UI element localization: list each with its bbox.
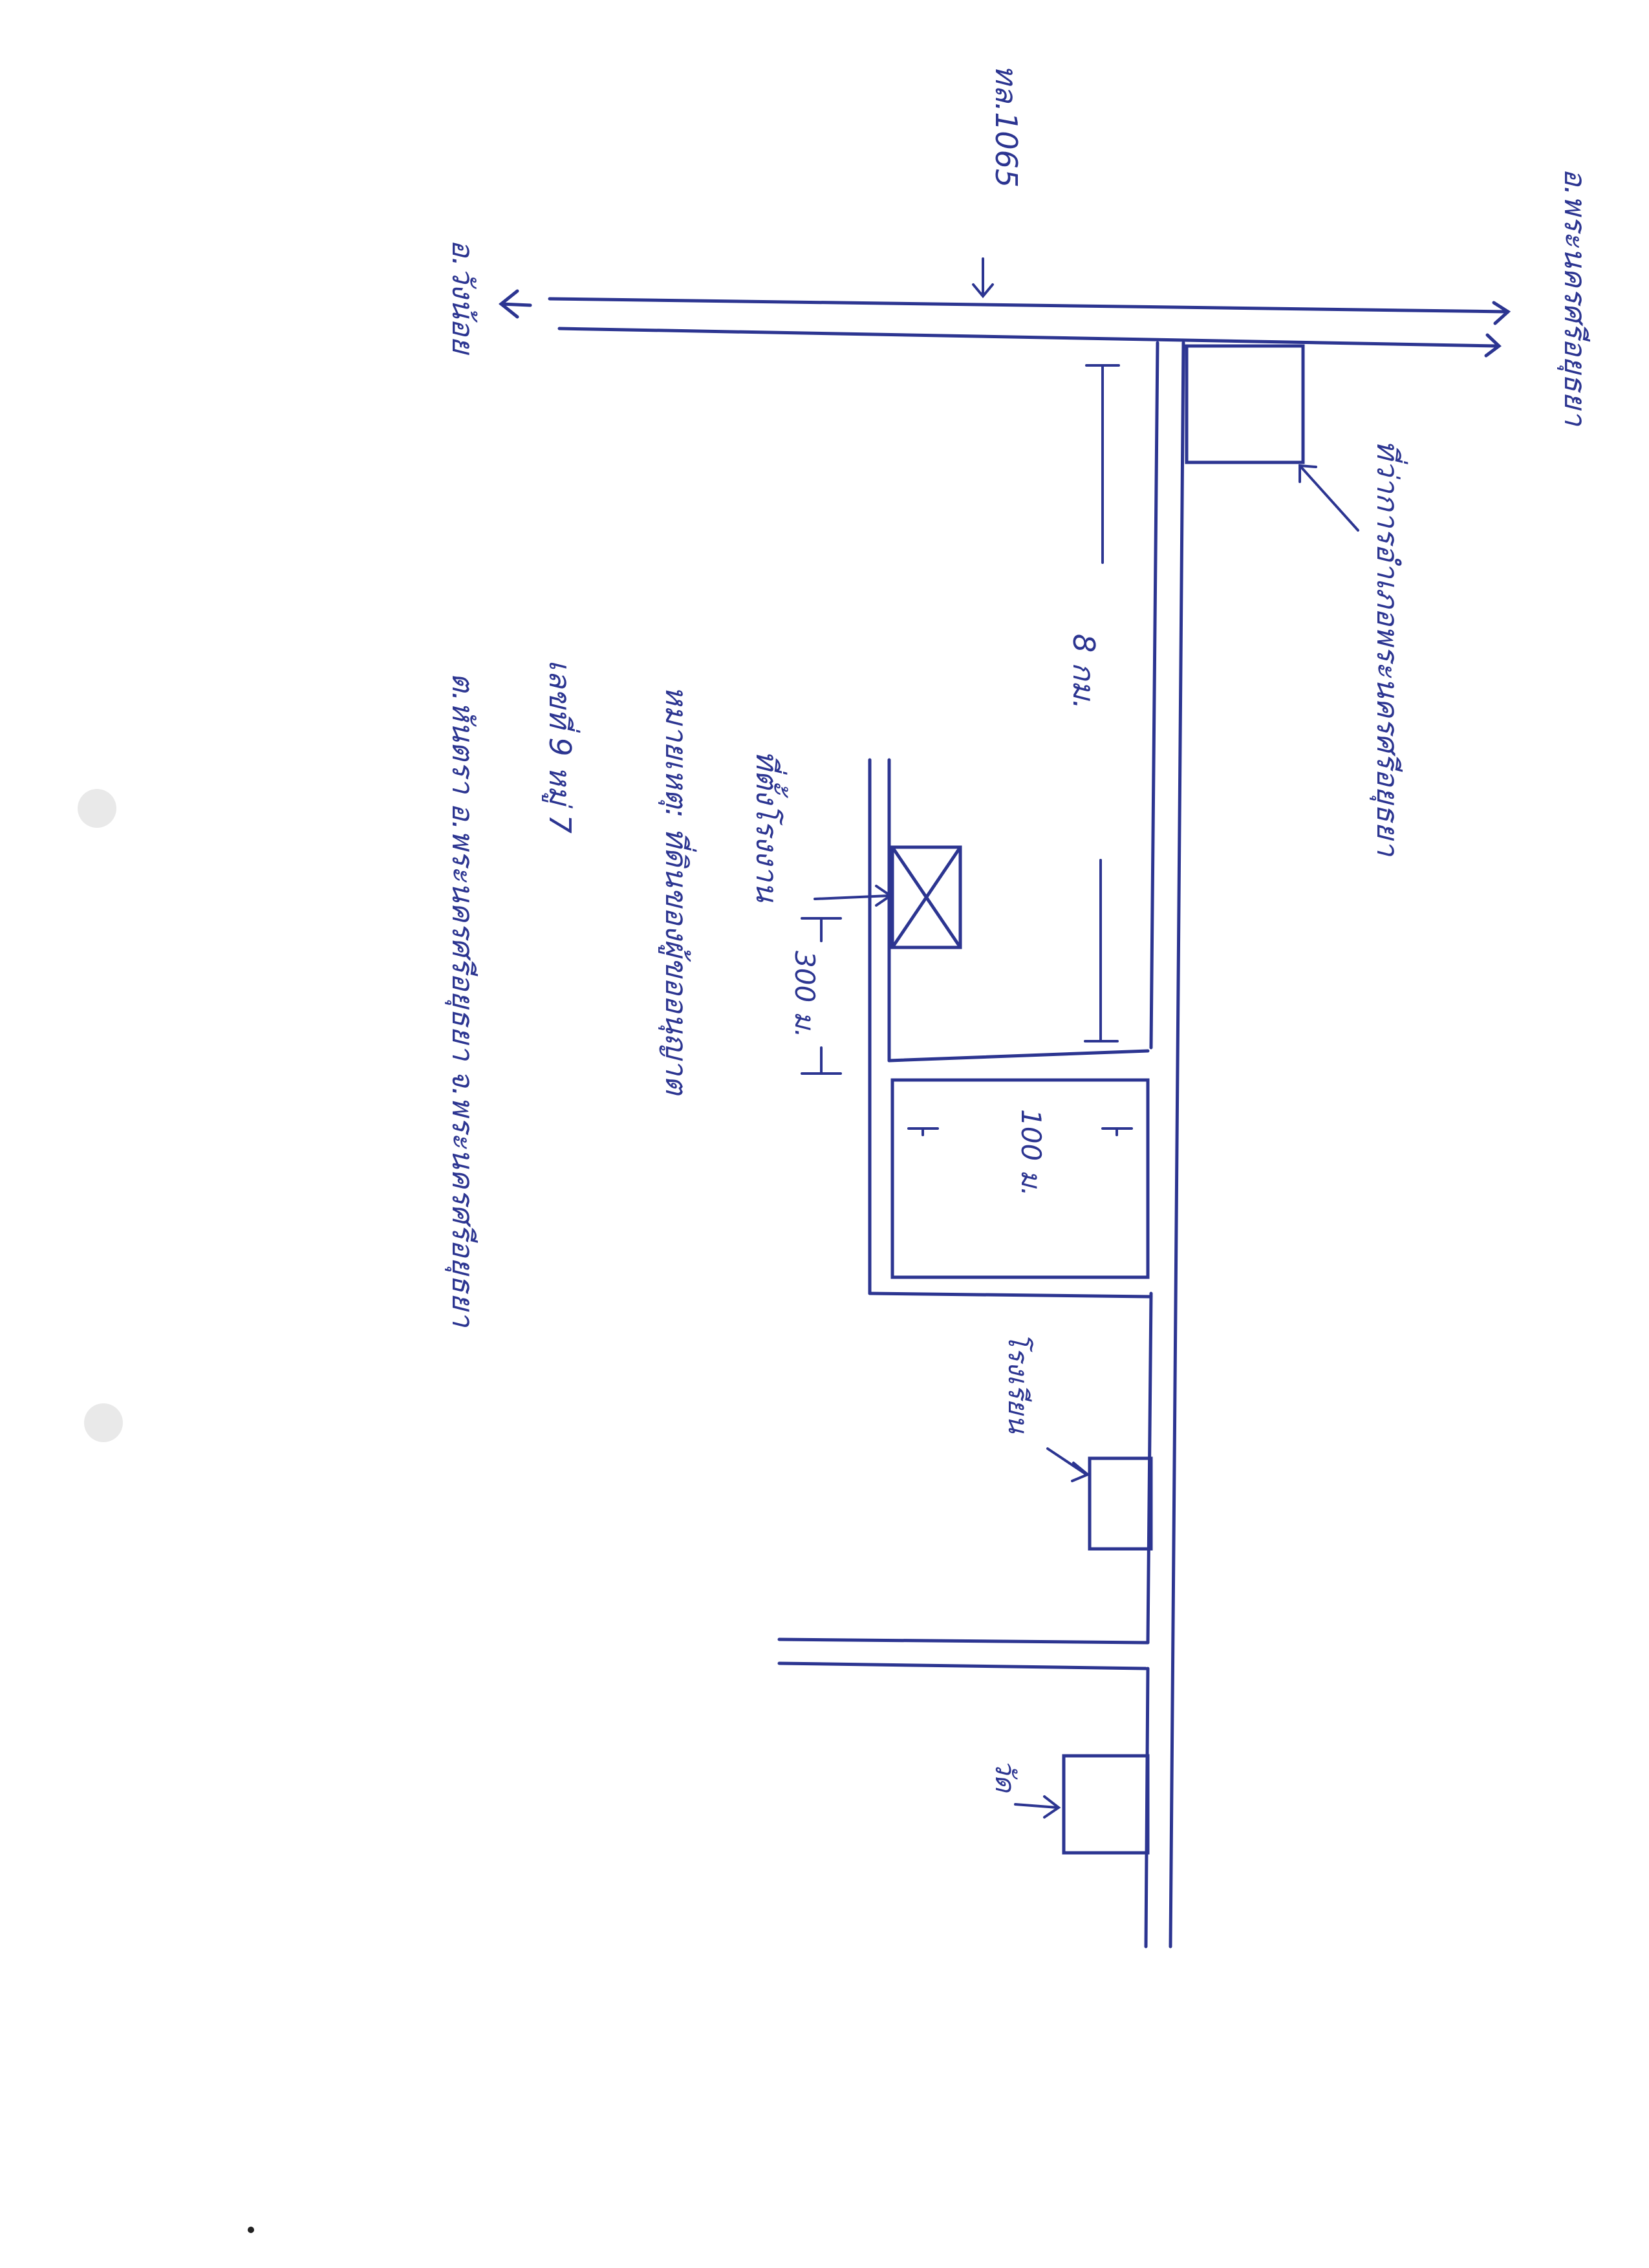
access-road [1144,341,1185,1949]
district-office-label: ที่ว่าการอำเภอพระนครศรีอยุธยา [1370,440,1408,858]
road-number-label: ทล.1065 [989,65,1024,188]
distance-8km-dimension [1084,364,1120,1042]
to-wang-noi-label: อ.วังน้อย [446,239,480,356]
site-marker [890,845,962,949]
distance-300m-label: 300 ม. [789,951,821,1038]
temple-box [1062,1754,1150,1855]
arrow-right-icon [875,885,893,907]
lower-branch-road [777,1637,1150,1670]
highway-line-top [548,297,1509,314]
district-office-box [1185,344,1305,464]
school-box [1088,1456,1153,1551]
hundred-meter-zone [890,1078,1150,1279]
site-label: ที่ตั้งโรงงาน [749,750,788,903]
site-branch-road [868,758,1153,1299]
arrow-right-icon [1492,301,1511,325]
highway-line-bottom [557,327,1499,348]
site-road-line [868,1291,1153,1299]
arrow-down-icon [972,283,994,299]
site-arrow [814,894,890,900]
distance-100m-label: 100 ม. [1015,1109,1047,1196]
paper-speck [84,1403,123,1442]
temple-label: วัด [989,1759,1021,1794]
lower-road-line [777,1661,1148,1670]
lower-road-line [777,1637,1150,1645]
distance-300m-dimension [801,917,842,1075]
school-label: โรงเรียน [1002,1332,1034,1434]
distance-8km-label: 8 กม. [1066,634,1101,709]
to-phra-nakhon-label: อ.พระนครศรีอยุธยา [1557,168,1593,427]
temple-arrow [1014,1803,1059,1809]
arrow-left-shaft [499,302,532,307]
district-office-arrow [1299,464,1359,532]
site-cross [890,845,962,949]
arrow-right-icon [1484,333,1502,358]
site-note-text: หมายเหตุ: ที่ดินของผู้ขออนุญาต [658,686,697,1096]
address-line-1: เลขที่ 9 หมู่ 7 [542,660,581,834]
site-box [890,845,962,949]
distance-100m-dimension [907,1127,1133,1136]
highway-1065 [498,289,1511,358]
paper-speck [78,789,116,828]
site-road-line [887,1049,1150,1063]
arrow-right-icon [1071,1462,1090,1482]
school-arrow [1046,1447,1088,1476]
address-line-2: ต.หันตรา อ.พระนครศรีอยุธยา จ.พระนครศรีอย… [445,673,480,1328]
paper-dot [248,2227,254,2233]
arrow-right-icon [1043,1795,1061,1819]
arrow-up-left-icon [1299,464,1317,483]
access-road-right-line [1169,341,1185,1949]
access-road-left-line [1149,341,1159,1050]
